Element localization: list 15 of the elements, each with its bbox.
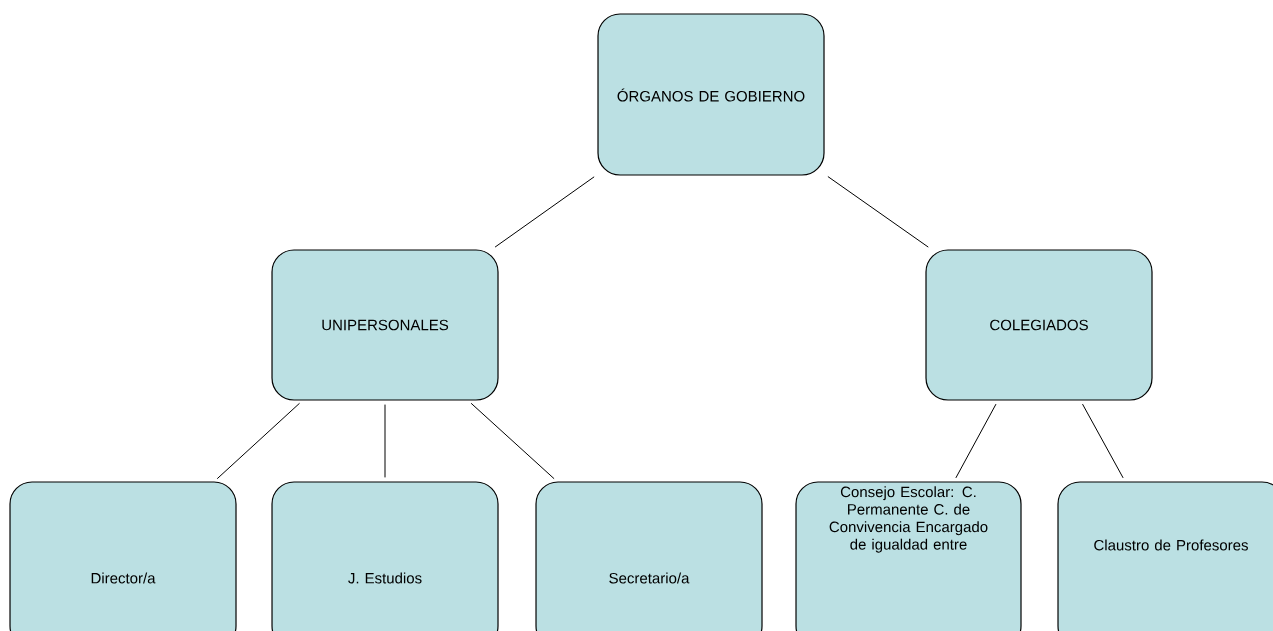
member-box: Consejo Escolar: C. Permanente C. de Convivencia Encargado de igualdad entre: [795, 481, 1022, 631]
connector-line: [384, 404, 386, 478]
member-box: Secretario/a: [535, 481, 763, 631]
member-box: J. Estudios: [271, 481, 499, 631]
member-box: Director/a: [9, 481, 237, 631]
connector-line: [470, 402, 555, 480]
category-box: COLEGIADOS: [925, 249, 1153, 401]
root-box: ÓRGANOS DE GOBIERNO: [597, 13, 825, 176]
connector-line: [955, 403, 997, 479]
connector-line: [216, 402, 301, 480]
connector-line: [1082, 403, 1124, 479]
connector-line: [494, 176, 595, 248]
category-box: UNIPERSONALES: [271, 249, 499, 401]
member-box: Claustro de Profesores: [1057, 481, 1273, 631]
connector-line: [827, 176, 929, 248]
